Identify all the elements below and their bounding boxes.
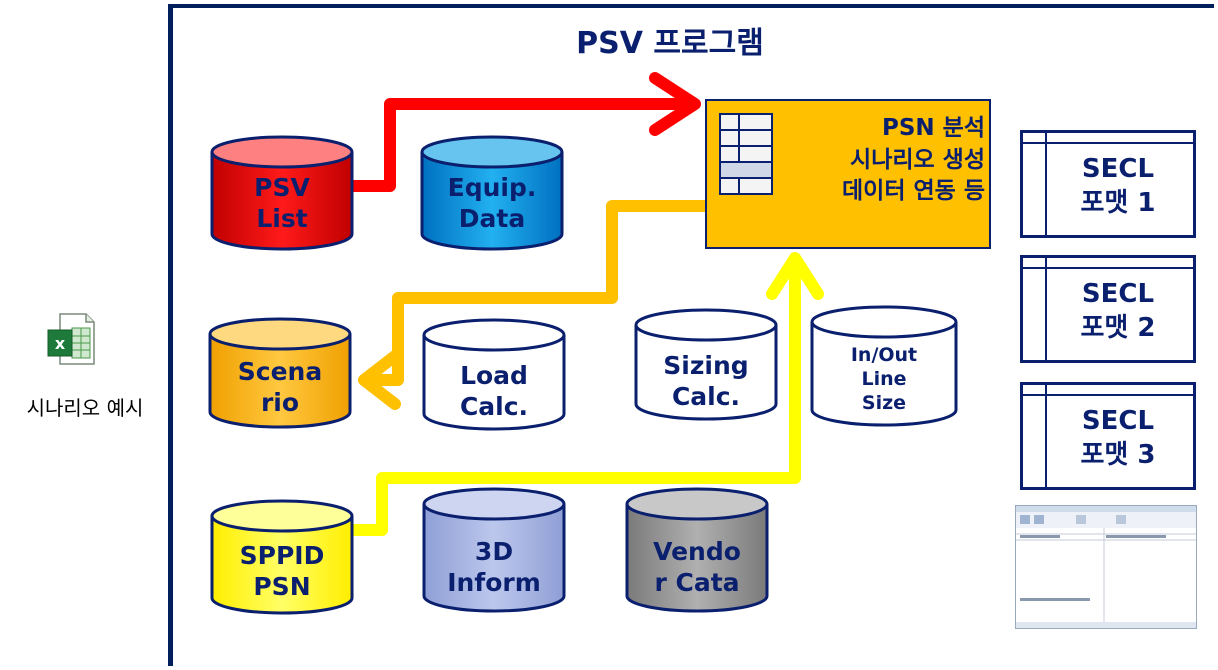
svg-text:x: x xyxy=(55,334,66,353)
cylinder-inout-line-size xyxy=(810,305,958,427)
cylinder-3d-inform xyxy=(422,487,566,613)
label-equip-data: Equip. Data xyxy=(447,173,537,234)
label-psv-list: PSV List xyxy=(254,173,310,234)
label-scenario: Scena rio xyxy=(237,357,323,418)
table-grid-icon xyxy=(719,113,773,195)
secl-form-3-label: SECL 포맷 3 xyxy=(1080,406,1156,470)
secl-form-2: SECL 포맷 2 xyxy=(1020,255,1196,363)
process-box-text: PSN 분석 시나리오 생성 데이터 연동 등 xyxy=(842,115,985,205)
arrow-psv-to-process xyxy=(352,72,701,192)
cylinder-equip-data xyxy=(420,135,564,251)
process-box xyxy=(705,99,991,249)
scenario-example-label: 시나리오 예시 xyxy=(26,396,144,420)
label-sizing-calc: Sizing Calc. xyxy=(663,351,749,412)
cylinder-psv-list xyxy=(210,135,354,251)
diagram-title: PSV 프로그램 xyxy=(576,26,764,61)
cylinder-load-calc xyxy=(422,318,566,431)
excel-icon: x xyxy=(47,313,95,365)
cylinder-vendor-cata xyxy=(625,487,769,613)
screenshot-thumbnail xyxy=(1015,505,1197,629)
label-sppid-psn: SPPID PSN xyxy=(239,541,325,602)
arrow-process-to-scenario xyxy=(358,200,706,410)
cylinder-sppid-psn xyxy=(210,499,354,615)
label-vendor-cata: Vendo r Cata xyxy=(653,537,741,598)
arrow-sppid-to-process xyxy=(352,252,824,536)
secl-form-2-label: SECL 포맷 2 xyxy=(1080,279,1156,343)
cylinder-sizing-calc xyxy=(634,308,778,421)
label-load-calc: Load Calc. xyxy=(459,361,529,422)
label-inout-line-size: In/Out Line Size xyxy=(850,344,918,414)
label-3d-inform: 3D Inform xyxy=(447,537,541,598)
cylinder-scenario xyxy=(208,317,352,429)
secl-form-1: SECL 포맷 1 xyxy=(1020,130,1196,238)
thumbnail-image xyxy=(1016,506,1196,628)
program-frame xyxy=(168,4,1214,666)
secl-form-3: SECL 포맷 3 xyxy=(1020,382,1196,490)
secl-form-1-label: SECL 포맷 1 xyxy=(1080,154,1156,218)
